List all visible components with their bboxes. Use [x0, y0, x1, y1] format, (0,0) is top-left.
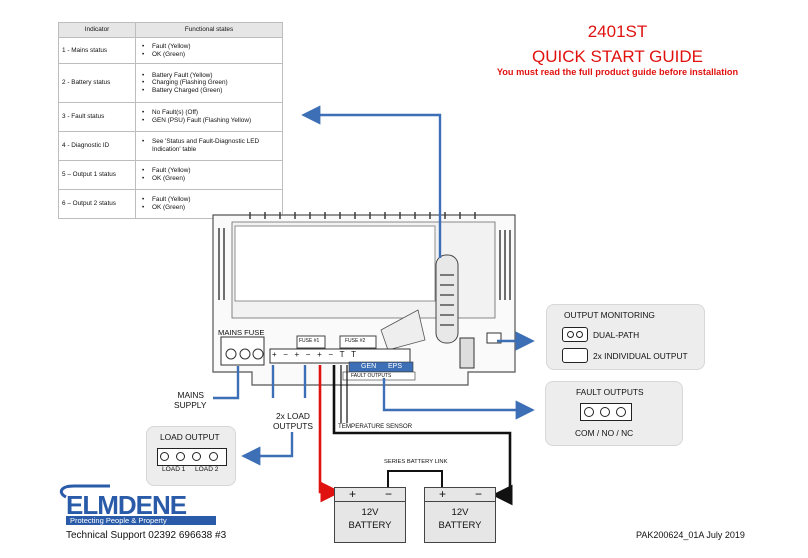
load-terminal-block-icon: [157, 448, 227, 466]
psu-unit: [212, 212, 516, 386]
mains-supply-label: MAINS SUPPLY: [174, 390, 207, 410]
state-item: Battery Fault (Yellow): [142, 72, 279, 80]
fault-outputs-strip-label: FAULT OUTPUTS: [351, 373, 392, 379]
brand-name: ELMDENE: [66, 490, 187, 520]
model-number: 2401ST: [587, 22, 648, 41]
states-cell: Fault (Yellow)OK (Green): [135, 160, 283, 190]
table-row: 3 - Fault statusNo Fault(s) (Off)GEN (PS…: [58, 102, 283, 132]
table-row: 1 - Mains statusFault (Yellow)OK (Green): [58, 37, 283, 64]
terminal-mark: T: [339, 350, 345, 359]
terminal-mark: +: [272, 350, 277, 359]
brand-tagline: Protecting People & Property: [66, 516, 216, 525]
fault-terminal-block-icon: [580, 403, 632, 421]
load-output-title: LOAD OUTPUT: [160, 432, 220, 442]
state-item: Fault (Yellow): [142, 196, 279, 204]
terminal-mark: −: [328, 350, 333, 359]
terminal-mark: T: [351, 350, 356, 359]
indicator-cell: 6 – Output 2 status: [58, 189, 136, 219]
states-cell: No Fault(s) (Off)GEN (PSU) Fault (Flashi…: [135, 102, 283, 132]
state-item: GEN (PSU) Fault (Flashing Yellow): [142, 117, 279, 125]
technical-support: Technical Support 02392 696638 #3: [66, 530, 227, 541]
load-1-label: LOAD 1: [162, 466, 186, 473]
battery-2-plus: +: [439, 487, 447, 501]
fault-outputs-title: FAULT OUTPUTS: [576, 387, 644, 397]
load-outputs-line-2: OUTPUTS: [272, 421, 313, 431]
states-cell: Fault (Yellow)OK (Green): [135, 37, 283, 64]
elmdene-logo: ELMDENE: [59, 484, 188, 520]
document-reference: PAK200624_01A July 2019: [636, 530, 745, 540]
blue-wires: [213, 105, 535, 466]
fuse-2-label: FUSE #2: [345, 338, 366, 344]
mains-fuse-label: MAINS FUSE: [218, 328, 265, 337]
state-item: No Fault(s) (Off): [142, 109, 279, 117]
table-row: 5 – Output 1 statusFault (Yellow)OK (Gre…: [58, 160, 283, 190]
battery-1-minus: −: [385, 487, 393, 501]
output-monitoring-panel: OUTPUT MONITORING DUAL-PATH 2x INDIVIDUA…: [546, 304, 705, 370]
load-output-panel: LOAD OUTPUT LOAD 1 LOAD 2: [146, 426, 236, 486]
eps-label: EPS: [388, 363, 403, 370]
terminal-mark: +: [294, 350, 300, 359]
load-outputs-label: 2x LOAD OUTPUTS: [272, 411, 314, 431]
gen-label: GEN: [361, 363, 377, 370]
battery-1-voltage: 12V: [361, 507, 379, 518]
terminal-mark: −: [305, 350, 311, 359]
dual-path-label: DUAL-PATH: [593, 330, 640, 340]
table-row: 6 – Output 2 statusFault (Yellow)OK (Gre…: [58, 189, 283, 219]
battery-1-plus: +: [349, 487, 357, 501]
state-item: OK (Green): [142, 51, 279, 59]
indicator-cell: 4 - Diagnostic ID: [58, 131, 136, 161]
led-indicator-table: Indicator Functional states 1 - Mains st…: [58, 22, 283, 219]
terminal-mark: −: [283, 350, 288, 359]
indicator-cell: 1 - Mains status: [58, 37, 136, 64]
table-row: 2 - Battery statusBattery Fault (Yellow)…: [58, 63, 283, 103]
battery-1: + − 12V BATTERY: [334, 487, 406, 543]
states-cell: Fault (Yellow)OK (Green): [135, 189, 283, 219]
table-header-indicator: Indicator: [58, 22, 136, 38]
series-battery-link-label: SERIES BATTERY LINK: [384, 459, 448, 465]
state-item: Fault (Yellow): [142, 43, 279, 51]
indicator-cell: 2 - Battery status: [58, 63, 136, 103]
guide-title: QUICK START GUIDE: [532, 47, 703, 66]
state-item: OK (Green): [142, 204, 279, 212]
battery-1-label: BATTERY: [348, 520, 392, 531]
output-monitoring-title: OUTPUT MONITORING: [564, 310, 655, 320]
state-item: Battery Charged (Green): [142, 87, 279, 95]
fuse-1-label: FUSE #1: [299, 338, 320, 344]
fault-outputs-panel: FAULT OUTPUTS COM / NO / NC: [545, 381, 683, 446]
mains-supply-line-1: MAINS: [177, 390, 204, 400]
states-cell: See 'Status and Fault-Diagnostic LED Ind…: [135, 131, 283, 161]
mains-supply-line-2: SUPPLY: [174, 400, 207, 410]
indicator-cell: 5 – Output 1 status: [58, 160, 136, 190]
battery-2-minus: −: [475, 487, 483, 501]
table-header-states: Functional states: [135, 22, 283, 38]
terminal-mark: +: [317, 350, 322, 359]
state-item: OK (Green): [142, 175, 279, 183]
table-row: 4 - Diagnostic ID See 'Status and Fault-D…: [58, 131, 283, 161]
individual-output-label: 2x INDIVIDUAL OUTPUT: [593, 351, 688, 361]
installation-warning: You must read the full product guide bef…: [496, 67, 739, 77]
state-item: See 'Status and Fault-Diagnostic LED Ind…: [142, 138, 279, 153]
state-item: Charging (Flashing Green): [142, 79, 279, 87]
load-outputs-line-1: 2x LOAD: [276, 411, 310, 421]
fault-contacts-label: COM / NO / NC: [575, 428, 634, 438]
battery-2-label: BATTERY: [438, 520, 482, 531]
states-cell: Battery Fault (Yellow)Charging (Flashing…: [135, 63, 283, 103]
temperature-sensor-label: TEMPERATURE SENSOR: [338, 423, 413, 430]
state-item: Fault (Yellow): [142, 167, 279, 175]
battery-2-voltage: 12V: [451, 507, 469, 518]
dual-path-jumper-icon: [562, 327, 588, 342]
battery-2: + − 12V BATTERY: [424, 487, 496, 543]
individual-output-jumper-icon: [562, 348, 588, 363]
load-2-label: LOAD 2: [195, 466, 219, 473]
